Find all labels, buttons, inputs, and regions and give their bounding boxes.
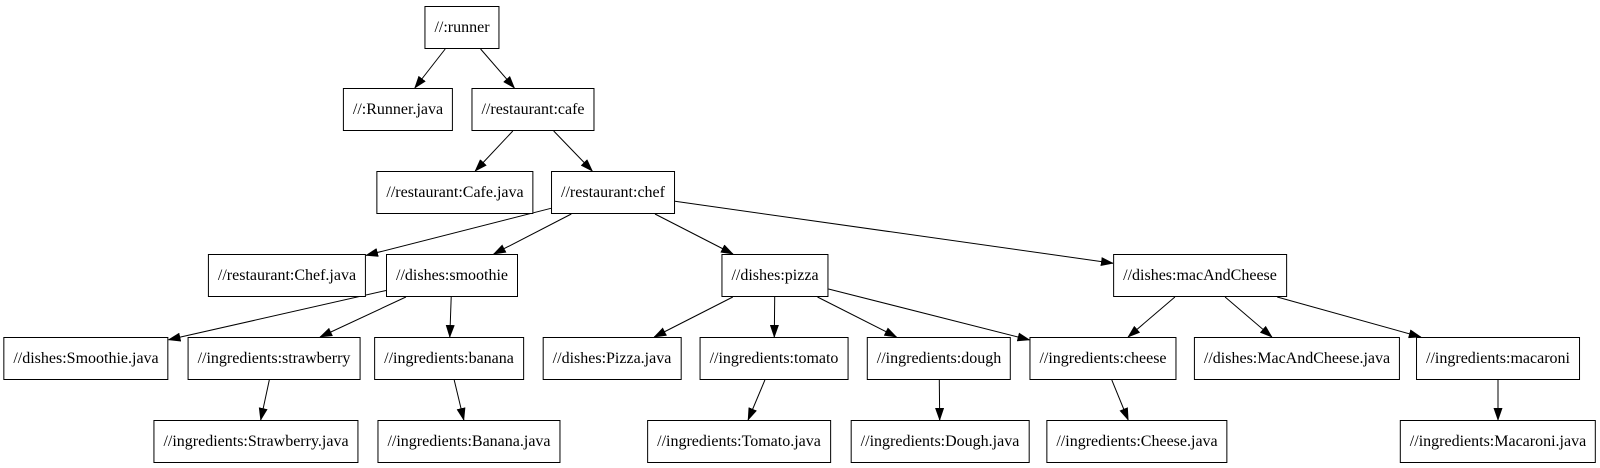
- edge-cheese-to-cheese_java: [1111, 379, 1129, 421]
- edge-mac_and_cheese-to-cheese: [1127, 296, 1176, 338]
- graph-node-cheese_java: //ingredients:Cheese.java: [1046, 420, 1228, 463]
- graph-node-runner: //:runner: [424, 6, 500, 49]
- graph-node-chef: //restaurant:chef: [551, 171, 675, 214]
- edge-smoothie-to-banana: [445, 296, 455, 338]
- graph-node-chef_java: //restaurant:Chef.java: [207, 254, 367, 297]
- graph-node-macaroni: //ingredients:macaroni: [1416, 337, 1580, 380]
- edge-cafe-to-cafe_java: [474, 130, 514, 172]
- edge-strawberry-to-strawberry_java: [258, 379, 270, 421]
- graph-node-tomato_java: //ingredients:Tomato.java: [647, 420, 831, 463]
- edge-mac_and_cheese-to-macaroni: [1277, 296, 1422, 339]
- graph-node-pizza_java: //dishes:Pizza.java: [542, 337, 682, 380]
- graph-node-tomato: //ingredients:tomato: [699, 337, 849, 380]
- graph-node-smoothie: //dishes:smoothie: [386, 254, 518, 297]
- edge-pizza-to-cheese: [828, 288, 1031, 342]
- graph-node-cafe: //restaurant:cafe: [471, 88, 595, 131]
- edge-runner-to-runner_java: [414, 48, 446, 89]
- edge-pizza-to-pizza_java: [653, 296, 734, 338]
- graph-node-runner_java: //:Runner.java: [342, 88, 454, 131]
- edge-smoothie-to-smoothie_java: [167, 290, 387, 342]
- edge-chef-to-smoothie: [492, 213, 572, 255]
- edge-cafe-to-chef: [553, 130, 593, 172]
- edge-pizza-to-dough: [817, 296, 898, 338]
- graph-node-cheese: //ingredients:cheese: [1029, 337, 1177, 380]
- graph-node-dough_java: //ingredients:Dough.java: [850, 420, 1030, 463]
- graph-node-banana_java: //ingredients:Banana.java: [377, 420, 561, 463]
- graph-node-pizza: //dishes:pizza: [721, 254, 829, 297]
- graph-node-macaroni_java: //ingredients:Macaroni.java: [1399, 420, 1597, 463]
- edge-runner-to-cafe: [480, 48, 516, 89]
- edge-tomato-to-tomato_java: [747, 379, 766, 421]
- graph-node-strawberry_java: //ingredients:Strawberry.java: [153, 420, 359, 463]
- graph-node-mac_and_cheese: //dishes:macAndCheese: [1113, 254, 1287, 297]
- edge-banana-to-banana_java: [453, 379, 466, 421]
- graph-node-dough: //ingredients:dough: [866, 337, 1012, 380]
- edge-chef-to-pizza: [654, 213, 734, 255]
- graph-node-strawberry: //ingredients:strawberry: [187, 337, 361, 380]
- edge-mac_and_cheese-to-mac_and_cheese_java: [1224, 296, 1273, 338]
- graph-node-banana: //ingredients:banana: [374, 337, 524, 380]
- edge-smoothie-to-strawberry: [319, 296, 407, 338]
- edge-chef-to-chef_java: [365, 207, 552, 257]
- graph-node-cafe_java: //restaurant:Cafe.java: [376, 171, 534, 214]
- graph-node-smoothie_java: //dishes:Smoothie.java: [3, 337, 169, 380]
- graph-node-mac_and_cheese_java: //dishes:MacAndCheese.java: [1193, 337, 1401, 380]
